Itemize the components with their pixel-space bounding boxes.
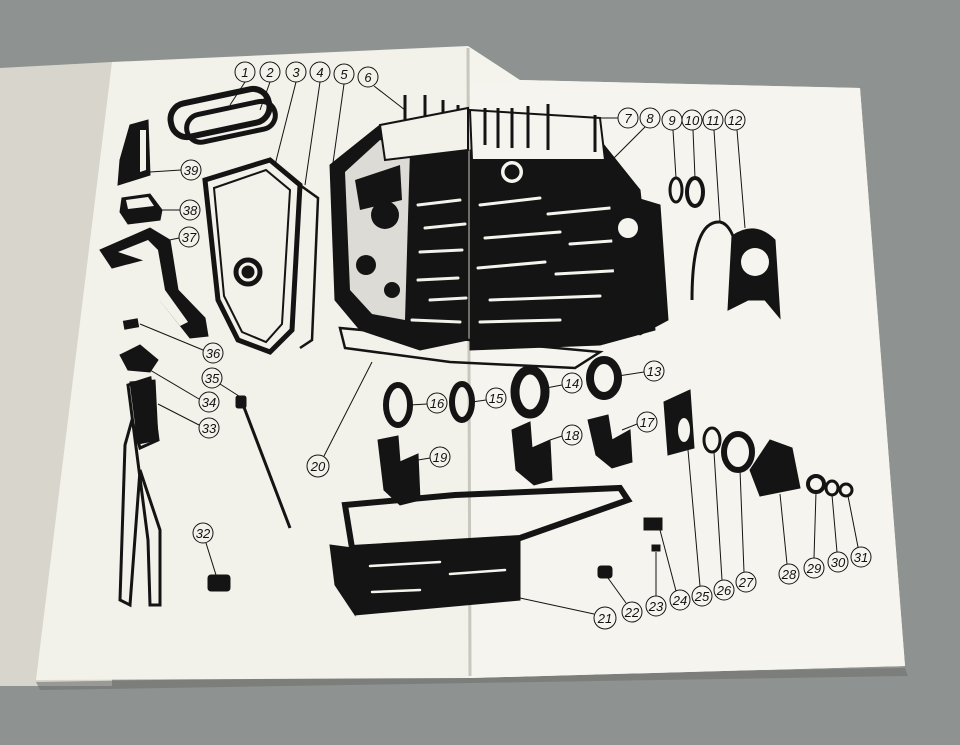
callout-29: 29	[803, 491, 825, 579]
part-rear-housing-25-31	[663, 389, 854, 498]
part-bracket-39	[117, 119, 151, 186]
callout-39: 39	[149, 159, 202, 181]
svg-text:6: 6	[364, 70, 372, 85]
svg-text:36: 36	[206, 346, 221, 361]
callout-5: 5	[331, 63, 355, 171]
svg-text:21: 21	[597, 611, 612, 626]
svg-text:14: 14	[565, 376, 579, 391]
callout-4: 4	[304, 61, 331, 186]
part-caps-17-19	[377, 414, 633, 506]
svg-text:11: 11	[706, 113, 720, 128]
svg-text:19: 19	[433, 450, 447, 465]
callout-13: 13	[617, 360, 665, 382]
callout-19: 19	[417, 446, 451, 468]
callout-34: 34	[149, 369, 220, 413]
callout-6: 6	[357, 66, 406, 111]
part-plate-20	[338, 326, 604, 370]
callout-12: 12	[724, 109, 746, 229]
svg-text:20: 20	[310, 459, 326, 474]
callout-33: 33	[157, 403, 220, 439]
callout-20: 20	[306, 361, 373, 478]
svg-text:35: 35	[205, 371, 220, 386]
svg-text:18: 18	[565, 428, 580, 443]
callout-31: 31	[847, 495, 872, 568]
svg-text:22: 22	[624, 605, 640, 620]
svg-text:27: 27	[738, 575, 754, 590]
parts-drawing	[99, 85, 854, 617]
svg-text:13: 13	[647, 364, 662, 379]
part-engine-block	[329, 95, 469, 351]
part-arm-37	[99, 227, 209, 339]
svg-text:32: 32	[196, 526, 211, 541]
callout-labels: 1 2 3 4 5 6 7 8 9 10 11 12 13 14 15 16 1…	[139, 61, 872, 630]
callout-36: 36	[139, 323, 224, 364]
callout-18: 18	[549, 424, 583, 446]
callout-27: 27	[735, 469, 757, 593]
callout-35: 35	[201, 367, 243, 399]
callout-24: 24	[659, 529, 691, 611]
callout-23: 23	[645, 552, 667, 617]
svg-text:3: 3	[292, 65, 300, 80]
svg-text:33: 33	[202, 421, 217, 436]
svg-text:17: 17	[640, 415, 655, 430]
callout-37: 37	[159, 226, 200, 248]
callout-30: 30	[827, 494, 849, 573]
svg-text:15: 15	[489, 391, 504, 406]
part-small-32-36	[118, 318, 292, 608]
svg-text:39: 39	[184, 163, 198, 178]
part-gasket-4	[289, 176, 320, 350]
callout-16: 16	[409, 392, 448, 414]
svg-text:28: 28	[781, 567, 797, 582]
part-engine-block-right	[468, 104, 669, 351]
svg-text:10: 10	[685, 113, 700, 128]
callout-38: 38	[162, 199, 201, 221]
svg-text:23: 23	[648, 599, 664, 614]
callout-3: 3	[274, 61, 307, 166]
svg-text:26: 26	[716, 583, 732, 598]
callout-10: 10	[681, 109, 703, 179]
svg-text:9: 9	[668, 113, 675, 128]
svg-text:4: 4	[316, 65, 323, 80]
part-oil-pan-21	[329, 484, 633, 617]
callout-21: 21	[519, 597, 617, 630]
part-block-38	[119, 193, 163, 225]
callout-25: 25	[687, 449, 713, 607]
callout-1: 1	[229, 61, 256, 106]
callout-17: 17	[621, 411, 658, 433]
callout-7: 7	[596, 107, 639, 129]
callout-14: 14	[545, 372, 583, 394]
svg-text:25: 25	[694, 589, 710, 604]
callout-15: 15	[471, 387, 507, 409]
svg-text:5: 5	[340, 67, 348, 82]
callout-26: 26	[713, 451, 735, 601]
svg-text:34: 34	[202, 395, 216, 410]
svg-text:24: 24	[672, 593, 687, 608]
part-gasket-1-2	[167, 85, 278, 145]
svg-text:1: 1	[241, 65, 248, 80]
callout-2: 2	[259, 61, 281, 111]
svg-text:30: 30	[831, 555, 846, 570]
callout-22: 22	[607, 577, 643, 623]
svg-text:7: 7	[624, 111, 632, 126]
callout-8: 8	[611, 107, 661, 161]
svg-text:8: 8	[646, 111, 654, 126]
svg-text:16: 16	[430, 396, 445, 411]
part-small-22-24	[597, 517, 663, 579]
callout-28: 28	[778, 493, 800, 585]
svg-text:2: 2	[265, 65, 274, 80]
svg-text:37: 37	[182, 230, 197, 245]
svg-text:38: 38	[183, 203, 198, 218]
callout-32: 32	[192, 522, 217, 576]
svg-text:12: 12	[728, 113, 743, 128]
svg-text:31: 31	[854, 550, 868, 565]
svg-text:29: 29	[806, 561, 821, 576]
callout-11: 11	[702, 109, 724, 223]
